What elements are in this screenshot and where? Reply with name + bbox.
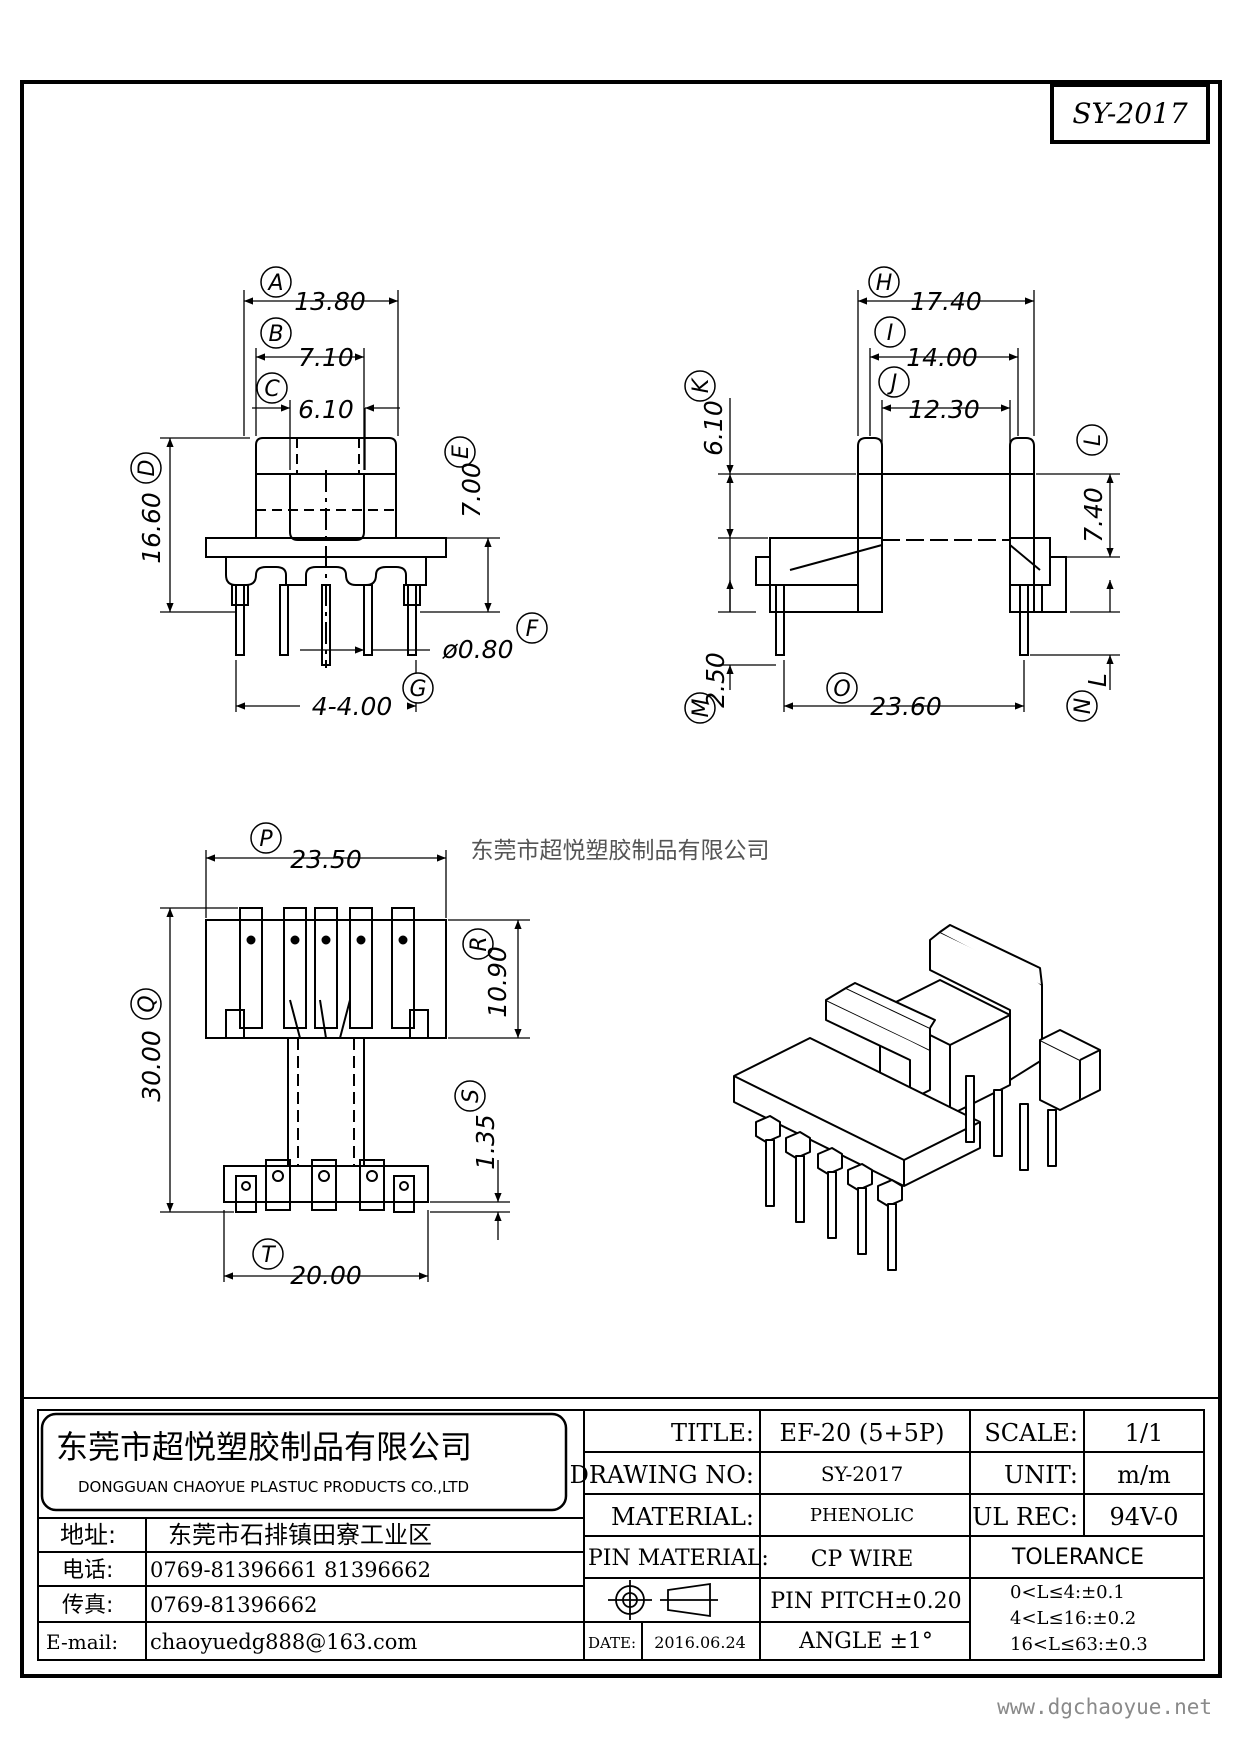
dim-i-value: 14.00 [906, 343, 978, 372]
svg-text:M: M [689, 698, 714, 717]
fax: 0769-81396662 [150, 1593, 317, 1617]
dim-a-value: 13.80 [294, 287, 366, 316]
title-block [22, 1397, 1220, 1661]
svg-text:PIN MATERIAL:: PIN MATERIAL: [588, 1546, 769, 1571]
watermark: 东莞市超悦塑胶制品有限公司 [471, 838, 770, 864]
email: chaoyuedg888@163.com [150, 1630, 417, 1654]
tolerance-line-3: 16<L≤63:±0.3 [1010, 1634, 1148, 1655]
svg-text:MATERIAL:: MATERIAL: [611, 1503, 754, 1531]
svg-text:UNIT:: UNIT: [1004, 1461, 1078, 1489]
drawing-no-value: SY-2017 [821, 1462, 903, 1486]
third-angle-projection-icon [608, 1580, 718, 1620]
date-value: 2016.06.24 [654, 1633, 746, 1652]
svg-text:电话:: 电话: [62, 1558, 113, 1583]
drawing-code-box [1050, 83, 1210, 144]
svg-text:TITLE:: TITLE: [671, 1419, 754, 1447]
svg-text:O: O [833, 677, 850, 702]
dim-t-value: 20.00 [290, 1261, 362, 1290]
dim-c-value: 6.10 [298, 395, 354, 424]
dim-p-value: 23.50 [290, 845, 362, 874]
svg-text:地址:: 地址: [60, 1521, 116, 1549]
title-value: EF-20 (5+5P) [780, 1419, 945, 1447]
dim-k-value: 6.10 [699, 400, 728, 456]
svg-text:SCALE:: SCALE: [984, 1419, 1078, 1447]
svg-text:P: P [259, 827, 273, 852]
svg-text:A: A [266, 271, 283, 296]
dim-f-value: ø0.80 [442, 635, 514, 664]
svg-text:I: I [887, 321, 894, 346]
dim-h-value: 17.40 [910, 287, 982, 316]
bottom-view-dimensions [160, 850, 530, 1282]
dim-q-value: 30.00 [137, 1030, 166, 1102]
tolerance-line-1: 0<L≤4:±0.1 [1010, 1582, 1125, 1603]
svg-text:L: L [1081, 434, 1106, 446]
dim-m-value: 2.50 [701, 652, 730, 708]
dim-s-value: 1.35 [471, 1114, 500, 1170]
side-view [755, 437, 1067, 656]
dim-n-value: L [1083, 673, 1112, 687]
svg-text:K: K [689, 377, 714, 393]
svg-text:N: N [1071, 698, 1096, 714]
company-name-cn: 东莞市超悦塑胶制品有限公司 [56, 1428, 472, 1466]
dim-b-value: 7.10 [298, 343, 354, 372]
svg-text:D: D [135, 460, 160, 477]
side-view-labels: H 17.40 I 14.00 J 12.30 K 6.10 L 7.40 M … [684, 266, 1112, 724]
side-view-dimensions [718, 290, 1120, 712]
dim-j-value: 12.30 [908, 395, 980, 424]
dim-o-value: 23.60 [870, 692, 942, 721]
pin-pitch: PIN PITCH±0.20 [770, 1589, 961, 1614]
dim-r-value: 10.90 [483, 946, 512, 1018]
tolerance-label: TOLERANCE [1011, 1545, 1144, 1570]
scale-value: 1/1 [1125, 1419, 1164, 1447]
title-block-text: 东莞市超悦塑胶制品有限公司 DONGGUAN CHAOYUE PLASTUC P… [46, 1419, 1179, 1655]
front-view [205, 437, 447, 668]
angle: ANGLE ±1° [798, 1629, 933, 1654]
svg-text:G: G [409, 677, 426, 702]
company-name-en: DONGGUAN CHAOYUE PLASTUC PRODUCTS CO.,LT… [78, 1478, 469, 1496]
svg-text:DATE:: DATE: [588, 1634, 636, 1652]
dim-l-value: 7.40 [1079, 487, 1108, 543]
website-url: www.dgchaoyue.net [997, 1695, 1212, 1719]
outer-frame [20, 80, 1222, 1678]
svg-text:DRAWING NO:: DRAWING NO: [570, 1461, 754, 1489]
ul-rec-value: 94V-0 [1109, 1503, 1178, 1531]
phone: 0769-81396661 81396662 [150, 1558, 431, 1582]
front-view-dimensions [160, 290, 500, 712]
front-view-pins [231, 584, 421, 666]
bottom-view [205, 907, 447, 1213]
bottom-view-labels: P 23.50 Q 30.00 R 10.90 S 1.35 T 20.00 [130, 822, 512, 1290]
svg-text:E: E [449, 445, 474, 459]
svg-text:R: R [467, 936, 492, 951]
front-view-labels: A 13.80 B 7.10 C 6.10 D 16.60 E 7.00 F ø… [130, 266, 548, 721]
svg-text:传真:: 传真: [62, 1593, 113, 1618]
svg-text:T: T [261, 1243, 276, 1268]
address: 东莞市石排镇田寮工业区 [168, 1521, 432, 1549]
svg-text:H: H [876, 271, 893, 296]
dim-e-value: 7.00 [457, 462, 486, 518]
svg-text:C: C [264, 377, 280, 402]
dim-d-value: 16.60 [137, 492, 166, 564]
svg-text:Q: Q [135, 995, 160, 1012]
svg-text:E-mail:: E-mail: [46, 1630, 118, 1654]
svg-text:UL REC:: UL REC: [972, 1503, 1078, 1531]
svg-text:F: F [526, 617, 539, 642]
svg-text:S: S [459, 1089, 484, 1103]
drawing-code: SY-2017 [1072, 97, 1187, 130]
dim-g-value: 4-4.00 [312, 692, 393, 721]
svg-text:B: B [268, 322, 283, 347]
isometric-view [733, 924, 1101, 1271]
svg-text:J: J [887, 371, 898, 396]
unit-value: m/m [1117, 1461, 1171, 1489]
pin-material-value: CP WIRE [811, 1547, 914, 1572]
material-value: PHENOLIC [810, 1505, 914, 1526]
tolerance-line-2: 4<L≤16:±0.2 [1010, 1608, 1136, 1629]
